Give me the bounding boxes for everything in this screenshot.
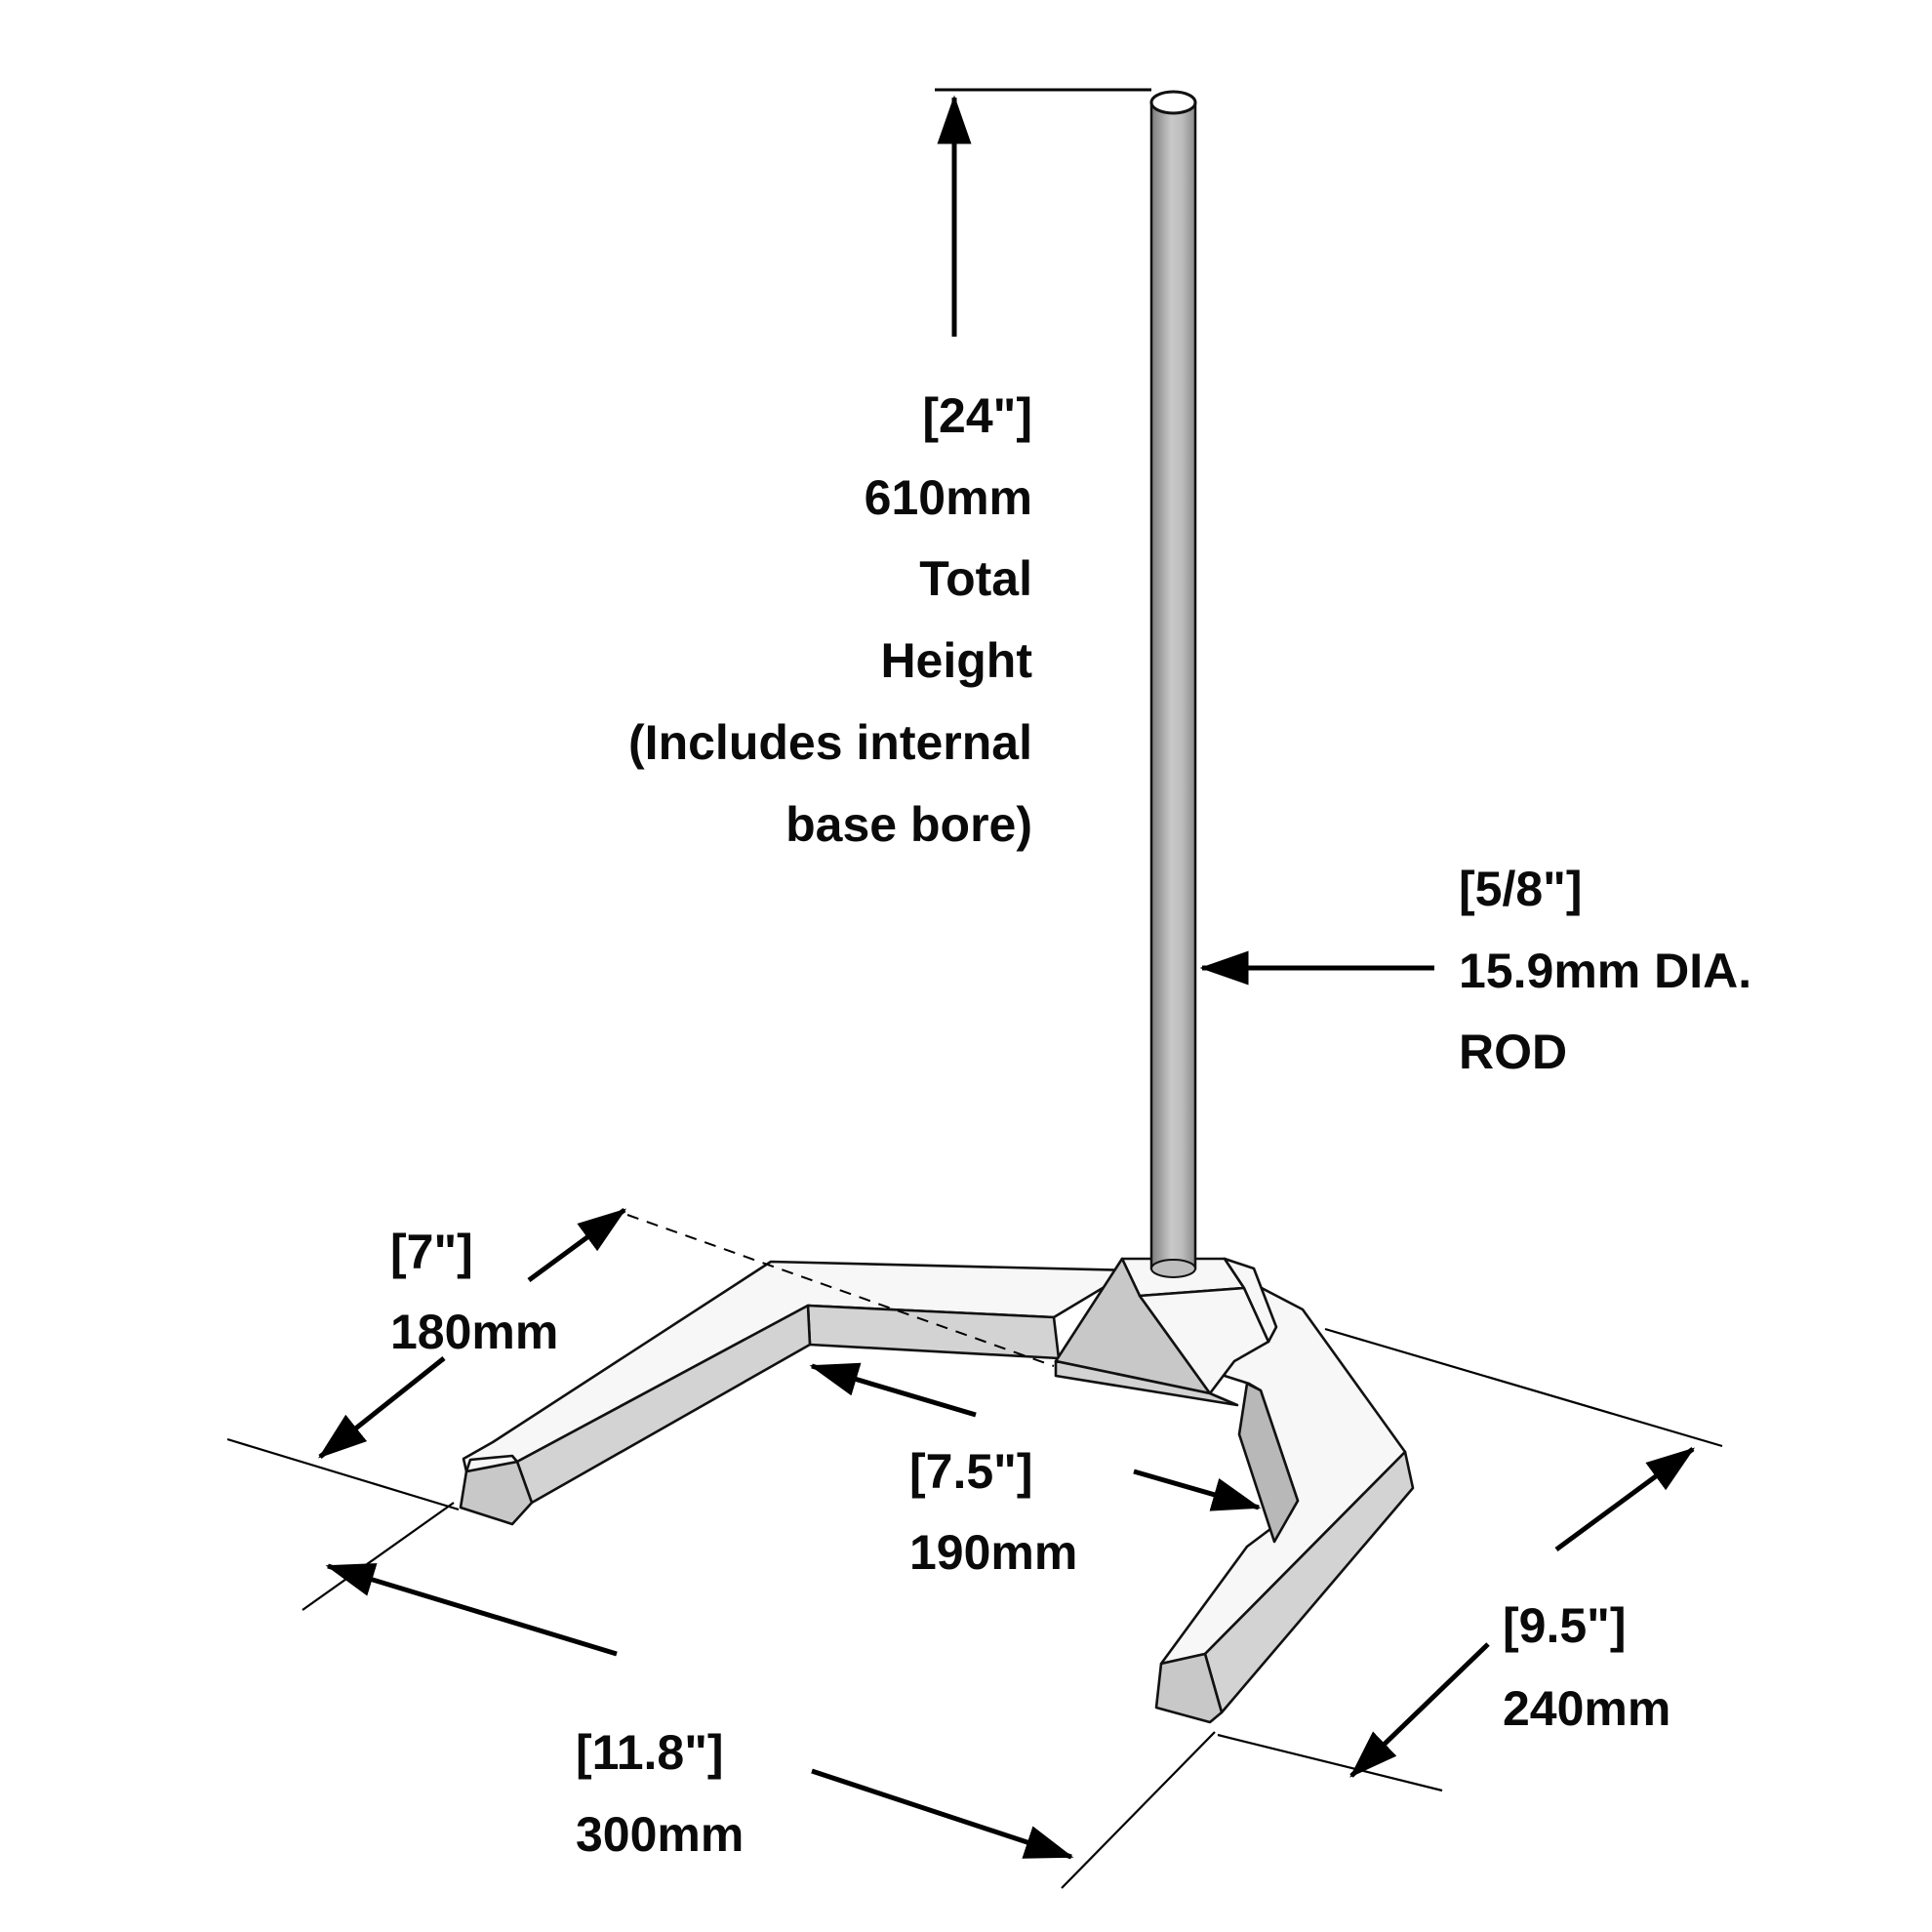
overall-width-dimension: [11.8"] 300mm xyxy=(302,1502,1216,1889)
diameter-note: ROD xyxy=(1459,1025,1567,1079)
rod-top-cap xyxy=(1149,90,1197,115)
vertical-rod xyxy=(1149,90,1197,1278)
height-metric: 610mm xyxy=(865,470,1032,525)
reference-dashed-line xyxy=(626,1214,1055,1367)
rod-diameter-dimension: [5/8"] 15.9mm DIA. ROD xyxy=(1199,862,1751,1079)
depth-arrow-down xyxy=(1349,1642,1490,1778)
width-arrow-left xyxy=(325,1563,618,1657)
height-label-total: Total xyxy=(919,551,1032,606)
arm-imperial: [7.5"] xyxy=(909,1444,1033,1499)
width-imperial: [11.8"] xyxy=(576,1725,724,1780)
height-label-height: Height xyxy=(880,633,1032,688)
height-imperial: [24"] xyxy=(922,388,1032,443)
spread-imperial: [7"] xyxy=(390,1225,473,1279)
center-hub xyxy=(1054,1257,1278,1407)
depth-metric: 240mm xyxy=(1503,1681,1670,1736)
height-note-line2: base bore) xyxy=(785,797,1032,852)
left-leg xyxy=(459,1260,1134,1526)
spread-arrow-up xyxy=(527,1207,627,1283)
stand-base xyxy=(459,1214,1415,1724)
depth-imperial: [9.5"] xyxy=(1503,1598,1627,1653)
overall-depth-dimension: [9.5"] 240mm xyxy=(1217,1327,1723,1792)
height-dimension: [24"] 610mm Total Height (Includes inter… xyxy=(628,88,1151,852)
right-leg xyxy=(1154,1274,1415,1724)
spread-metric: 180mm xyxy=(390,1305,558,1359)
height-note-line1: (Includes internal xyxy=(628,715,1032,770)
spread-arrow-down xyxy=(318,1356,446,1459)
width-arrow-right xyxy=(811,1768,1074,1860)
arm-arrow-left xyxy=(809,1362,977,1418)
diameter-imperial: [5/8"] xyxy=(1459,862,1583,916)
width-metric: 300mm xyxy=(576,1807,744,1862)
depth-arrow-up xyxy=(1554,1446,1696,1552)
diameter-metric: 15.9mm DIA. xyxy=(1459,944,1751,998)
leg-spread-dimension: [7"] 180mm xyxy=(226,1207,627,1511)
arm-arrow-right xyxy=(1133,1469,1262,1511)
arm-length-dimension: [7.5"] 190mm xyxy=(809,1362,1262,1580)
arm-metric: 190mm xyxy=(909,1525,1077,1580)
